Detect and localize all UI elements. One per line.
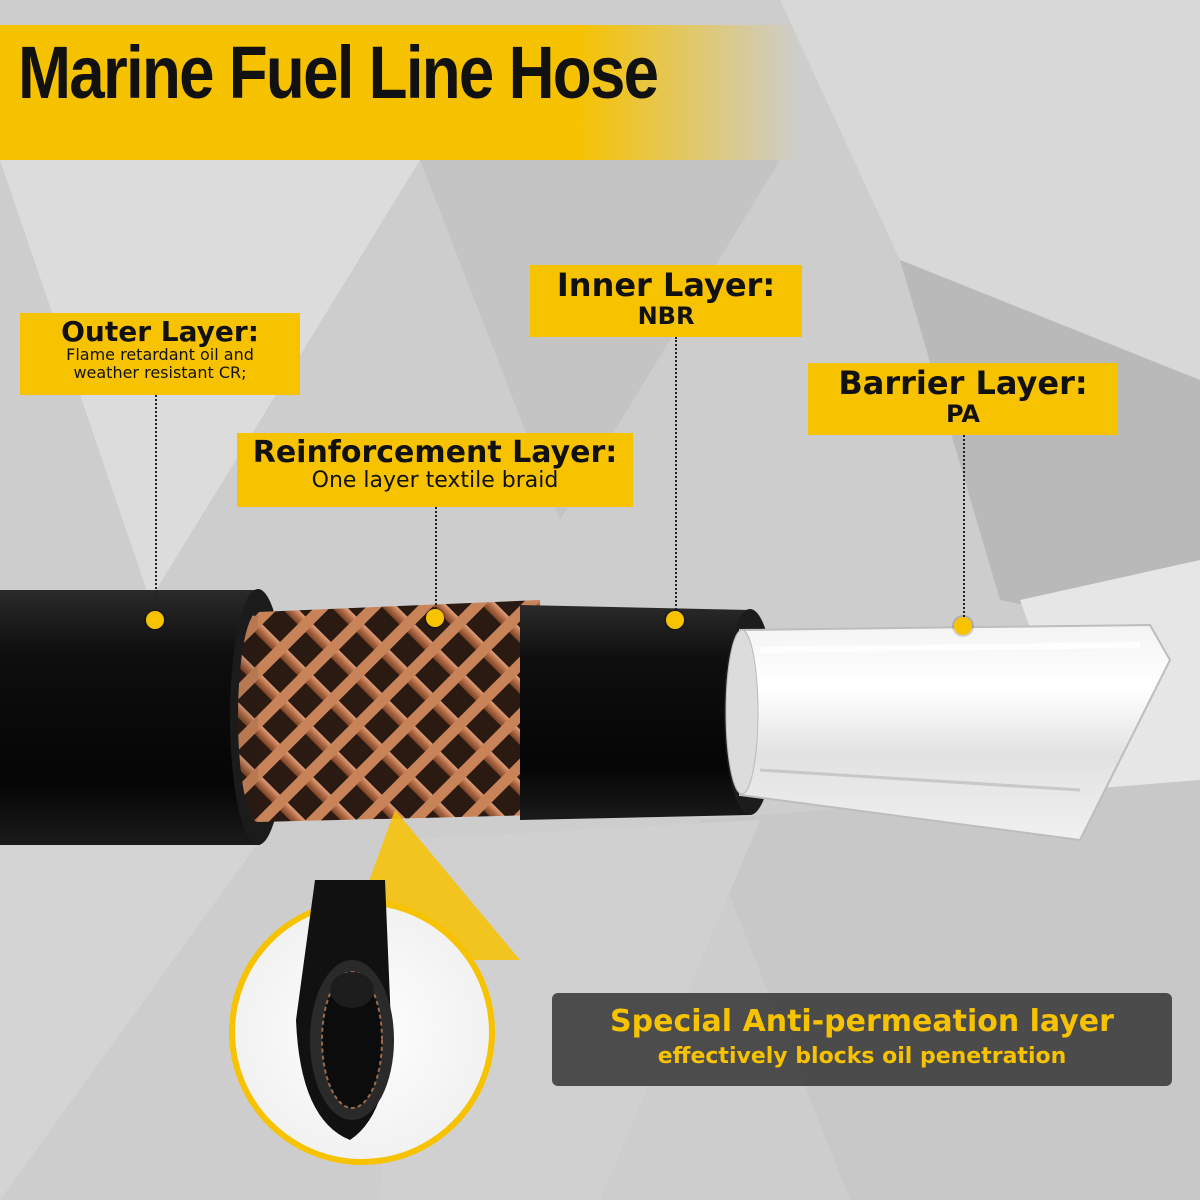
outer-layer-leader [155, 395, 157, 617]
reinforcement-layer-desc: One layer textile braid [311, 467, 559, 493]
barrier-layer-marker [954, 617, 972, 635]
inner-layer-callout: Inner Layer: NBR [530, 265, 802, 337]
barrier-layer-desc: PA [946, 399, 980, 428]
outer-layer-marker [146, 611, 164, 629]
reinforcement-layer-callout: Reinforcement Layer: One layer textile b… [237, 433, 633, 507]
inner-layer-marker [666, 611, 684, 629]
barrier-layer-callout: Barrier Layer: PA [808, 363, 1118, 435]
barrier-layer-leader [963, 435, 965, 625]
inner-layer-leader [675, 337, 677, 617]
barrier-layer-label: Barrier Layer: [838, 364, 1088, 402]
reinforcement-layer-marker [426, 609, 444, 627]
reinforcement-layer-label: Reinforcement Layer: [252, 435, 618, 470]
outer-layer-callout: Outer Layer: Flame retardant oil and wea… [20, 313, 300, 395]
inner-layer-desc: NBR [637, 301, 695, 330]
page-title: Marine Fuel Line Hose [18, 31, 659, 114]
outer-layer-label: Outer Layer: [61, 315, 259, 348]
outer-layer-desc-line2: weather resistant CR; [73, 362, 247, 382]
feature-headline: Special Anti-permeation layer [610, 1004, 1114, 1039]
reinforcement-layer-leader [435, 507, 437, 617]
outer-layer-desc-line1: Flame retardant oil and [66, 345, 254, 365]
title-banner [0, 25, 800, 160]
anti-permeation-feature-box: Special Anti-permeation layer effectivel… [552, 993, 1172, 1086]
feature-subline: effectively blocks oil penetration [657, 1044, 1067, 1069]
inner-layer-label: Inner Layer: [556, 266, 776, 304]
